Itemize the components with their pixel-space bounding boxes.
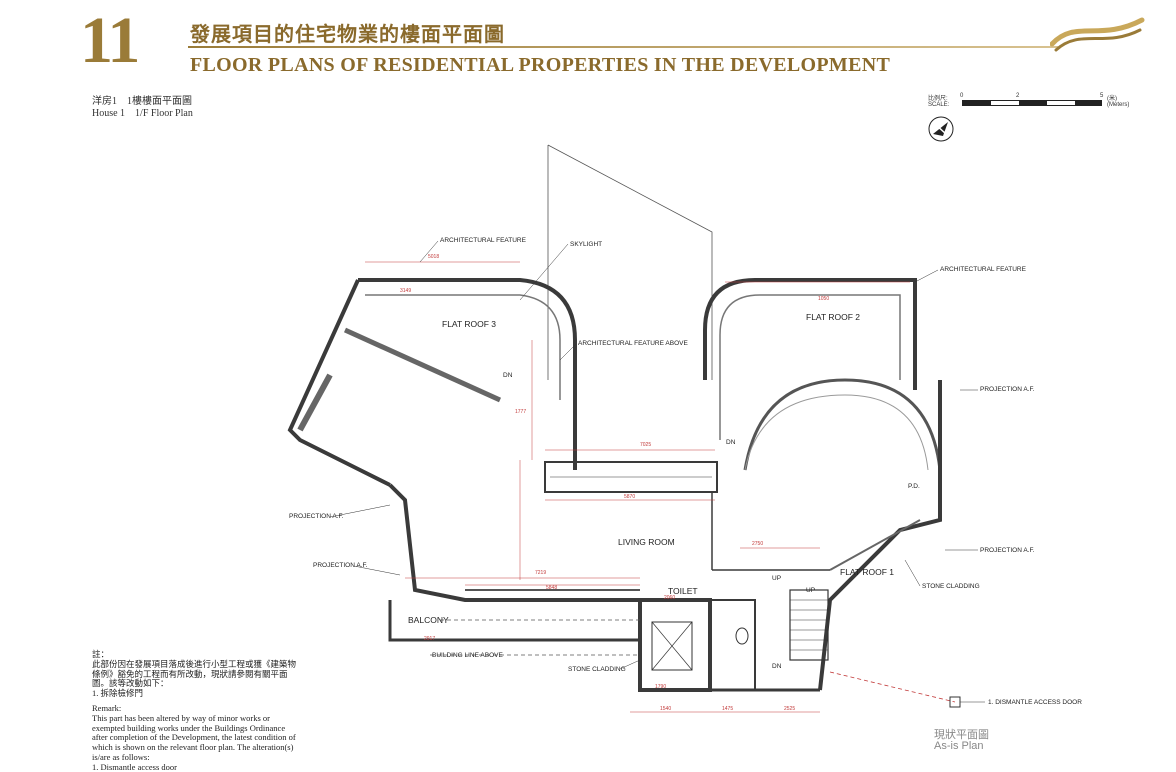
label-flat-roof-2: FLAT ROOF 2: [806, 312, 860, 322]
dim-balcony: 5848: [546, 585, 557, 591]
dim-roof3-inner: 1777: [515, 409, 526, 415]
brand-logo-icon: [1050, 17, 1145, 52]
scale-label-zh: 比例尺:: [928, 96, 948, 102]
page-title-zh: 發展項目的住宅物業的樓面平面圖: [190, 24, 505, 46]
label-dn-roof2: DN: [726, 439, 736, 446]
dim-top-left: 5018: [428, 254, 439, 260]
dim-roof3: 3149: [400, 288, 411, 294]
as-is-plan-label-en: As-is Plan: [934, 740, 984, 752]
dim-toilet: 2060: [664, 595, 675, 601]
header-rule: [188, 46, 1058, 48]
label-dn-roof3: DN: [503, 372, 513, 379]
label-living-room: LIVING ROOM: [618, 537, 675, 547]
remark-en: Remark: This part has been altered by wa…: [92, 703, 296, 772]
dim-bottom-2: 1475: [722, 706, 733, 712]
flat-roof-1-wall: [818, 380, 942, 691]
flat-roof-3-wall: [358, 278, 577, 470]
curved-wall: [743, 378, 942, 471]
page-title-en: FLOOR PLANS OF RESIDENTIAL PROPERTIES IN…: [190, 54, 891, 76]
dim-balcony-bottom: 2917: [424, 636, 435, 642]
staircase: [789, 589, 829, 661]
label-pd: P.D.: [908, 483, 920, 490]
label-balcony: BALCONY: [408, 615, 449, 625]
plan-title-zh: 洋房1 1樓樓面平面圖: [92, 96, 192, 107]
lift-shaft: [638, 598, 712, 692]
toilet-room: [709, 599, 756, 691]
as-is-plan-label-zh: 現狀平面圖: [934, 729, 989, 741]
label-toilet: TOILET: [668, 586, 698, 596]
skylight-outline: [547, 144, 713, 380]
label-projection-left: PROJECTION A.F.: [289, 513, 344, 520]
label-stone-cladding-right: STONE CLADDING: [922, 583, 980, 590]
label-building-line-above: BUILDING LINE ABOVE: [432, 652, 503, 659]
wc-icon: [735, 627, 749, 645]
flat-roof-2-wall: [703, 278, 917, 390]
dim-lift: 1790: [655, 684, 666, 690]
label-architectural-feature-above: ARCHITECTURAL FEATURE ABOVE: [578, 340, 688, 347]
label-stone-cladding-bottom: STONE CLADDING: [568, 666, 626, 673]
label-dismantle-access-door: 1. DISMANTLE ACCESS DOOR: [988, 699, 1082, 706]
dim-right: 2750: [752, 541, 763, 547]
label-projection-balcony: PROJECTION A.F.: [313, 562, 368, 569]
label-up-1: UP: [772, 575, 781, 582]
living-room-window-band: [544, 461, 718, 493]
scale-tick-5: 5: [1100, 93, 1104, 99]
balcony-wall: [388, 600, 640, 642]
scale-unit-en: (Meters): [1107, 102, 1130, 108]
dim-roof2: 1050: [818, 296, 829, 302]
label-flat-roof-3: FLAT ROOF 3: [442, 319, 496, 329]
label-skylight: SKYLIGHT: [570, 241, 602, 248]
scale-bar: [962, 100, 1102, 106]
dim-living-window: 5870: [624, 494, 635, 500]
dim-living-top: 7025: [640, 442, 651, 448]
label-up-2: UP: [806, 587, 815, 594]
dim-living-bottom: 7219: [535, 570, 546, 576]
scale-label-en: SCALE:: [928, 102, 950, 108]
label-flat-roof-1: FLAT ROOF 1: [840, 567, 894, 577]
label-projection-right-bottom: PROJECTION A.F.: [980, 547, 1035, 554]
label-architectural-feature-right: ARCHITECTURAL FEATURE: [940, 266, 1027, 273]
scale-tick-2: 2: [1016, 93, 1020, 99]
label-dn-stair: DN: [772, 663, 782, 670]
remark-zh: 註： 此部份因在發展項目落成後進行小型工程或獲《建築物條例》豁免的工程而有所改動…: [92, 649, 297, 699]
scale-unit-zh: (米): [1107, 96, 1117, 102]
plan-title-en: House 1 1/F Floor Plan: [92, 108, 193, 119]
building-line-above: [430, 619, 640, 656]
label-projection-right-top: PROJECTION A.F.: [980, 386, 1035, 393]
north-arrow-icon: [928, 116, 954, 142]
dim-bottom-1: 1540: [660, 706, 671, 712]
chapter-number: 11: [80, 4, 140, 77]
label-architectural-feature-left: ARCHITECTURAL FEATURE: [440, 237, 527, 244]
dim-bottom-3: 2525: [784, 706, 795, 712]
scale-tick-0: 0: [960, 93, 964, 99]
